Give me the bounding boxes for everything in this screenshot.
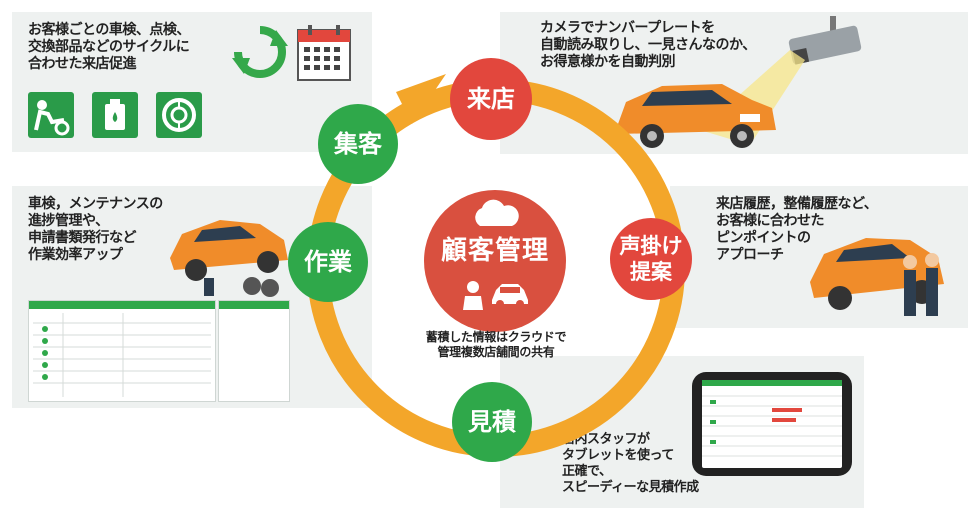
car-service-icon [28, 92, 74, 138]
calendar-icon [297, 25, 351, 81]
software-screenshot [28, 300, 216, 402]
person-icon [463, 281, 483, 310]
panel-mid-right-text: 来店履歴，整備履歴など、 お客様に合わせた ピンポイントの アプローチ [716, 196, 878, 263]
tablet-screen [702, 380, 842, 468]
recycle-icon [232, 26, 288, 78]
oil-can-icon [92, 92, 138, 138]
node-attract: 集客 [318, 104, 398, 184]
tablet-device [692, 372, 852, 476]
panel-mid-left-text: 車検，メンテナンスの 進捗管理や、 申請書類発行など 作業効率アップ [28, 196, 163, 263]
node-approach: 声掛け 提案 [610, 218, 692, 300]
panel-top-right-text: カメラでナンバープレートを 自動読み取りし、一見さんなのか、 お得意様かを自動判… [540, 20, 756, 70]
panel-top-left-text: お客様ごとの車検、点検、 交換部品などのサイクルに 合わせた来店促進 [28, 22, 190, 72]
car-icon [618, 84, 776, 148]
center-title: 顧客管理 [440, 236, 549, 266]
car-repair-illustration [170, 220, 288, 297]
software-screenshot-side [218, 300, 290, 402]
car-icon-center [492, 284, 528, 308]
cloud-icon [475, 199, 519, 226]
car-approach-illustration [810, 238, 944, 316]
tire-icon [156, 92, 202, 138]
panel-bottom-right-text: 店内スタッフが タブレットを使って 正確で、 スピーディーな見積作成 [562, 432, 699, 495]
center-caption: 蓄積した情報はクラウドで 管理複数店舗間の共有 [425, 330, 567, 359]
node-estimate: 見積 [452, 382, 532, 462]
node-visit: 来店 [450, 58, 532, 140]
cycle-arrow-head [396, 74, 446, 124]
node-work: 作業 [288, 222, 368, 302]
